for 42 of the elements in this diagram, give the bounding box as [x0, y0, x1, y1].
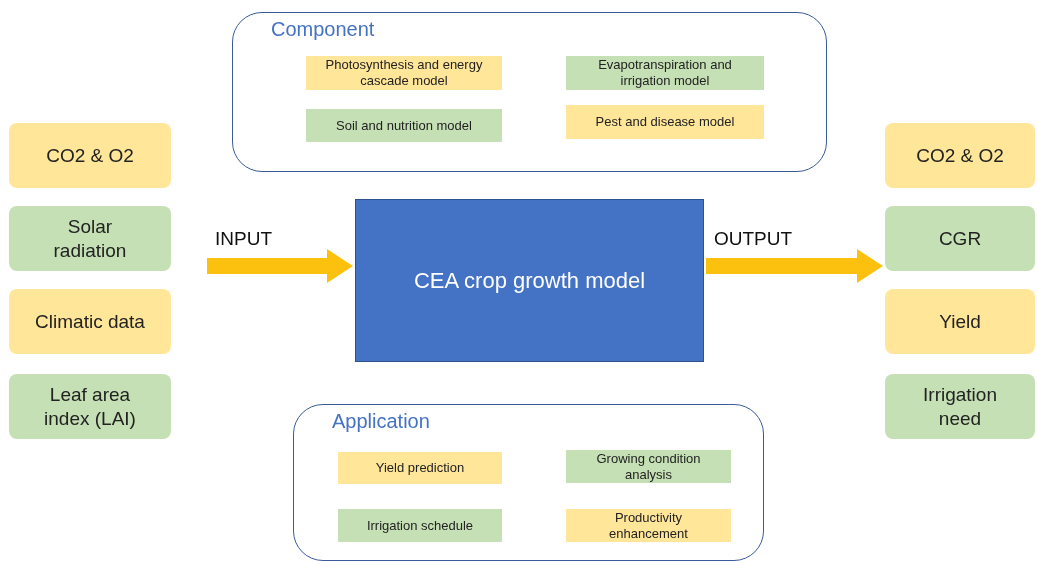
group-panel	[293, 404, 764, 561]
box-text: Leaf area index (LAI)	[43, 382, 137, 431]
model-box	[566, 105, 764, 139]
box-text: CO2 & O2	[46, 143, 134, 168]
box-text: Yield	[939, 309, 981, 334]
box-text: CO2 & O2	[916, 143, 1004, 168]
variable-box	[9, 374, 171, 439]
box-text: Solar radiation	[52, 214, 128, 263]
model-box	[566, 450, 731, 483]
model-box	[306, 109, 502, 142]
model-box	[566, 509, 731, 542]
box-text: Growing condition analysis	[595, 450, 702, 483]
model-box	[338, 509, 502, 542]
panel-heading: Component	[271, 18, 375, 41]
block-arrow	[207, 249, 353, 283]
variable-box	[885, 206, 1035, 271]
model-box	[566, 56, 764, 90]
variable-box	[9, 289, 171, 354]
model-box	[338, 452, 502, 484]
edge-label: INPUT	[215, 228, 272, 250]
box-text: Yield prediction	[375, 460, 465, 476]
box-text: Productivity enhancement	[608, 509, 689, 542]
block-arrow	[706, 249, 883, 283]
variable-box	[9, 206, 171, 271]
box-text: Climatic data	[35, 309, 145, 334]
variable-box	[885, 374, 1035, 439]
box-text: Soil and nutrition model	[336, 117, 472, 134]
panel-heading: Application	[332, 410, 430, 433]
edge-label: OUTPUT	[714, 228, 793, 250]
box-text: Evapotranspiration and irrigation model	[597, 57, 733, 89]
box-text: CGR	[938, 226, 982, 251]
group-panel	[232, 12, 827, 172]
model-box	[306, 56, 502, 90]
box-text: Photosynthesis and energy cascade model	[324, 57, 484, 89]
box-text: Pest and disease model	[595, 114, 735, 130]
box-text: Irrigation schedule	[366, 517, 474, 534]
box-text: Irrigation need	[922, 382, 998, 431]
model-box	[355, 199, 704, 362]
variable-box	[9, 123, 171, 188]
variable-box	[885, 289, 1035, 354]
box-text: CEA crop growth model	[413, 267, 646, 294]
variable-box	[885, 123, 1035, 188]
